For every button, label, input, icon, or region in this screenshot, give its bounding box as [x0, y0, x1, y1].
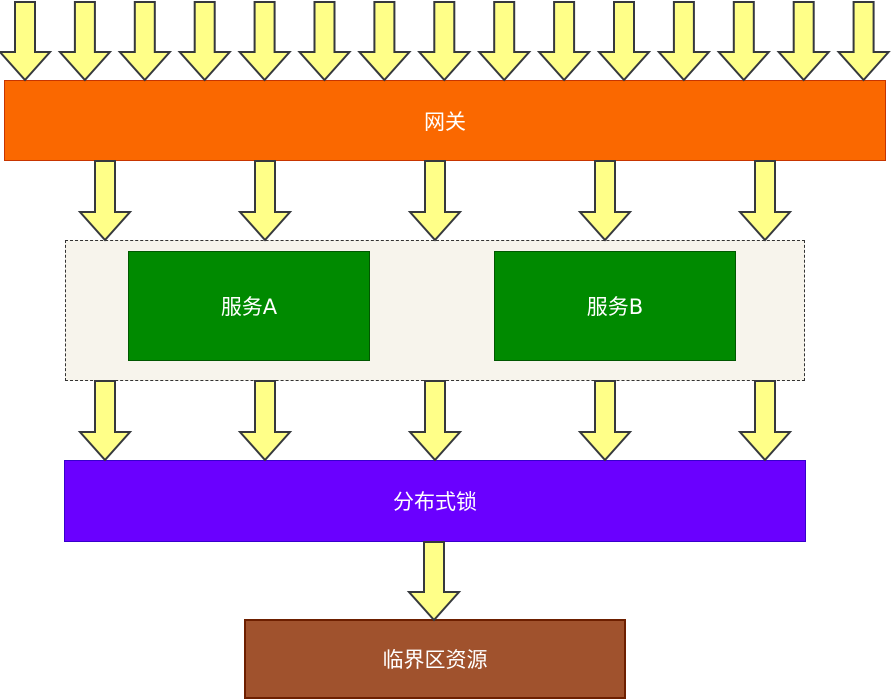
- critical-resource-node: 临界区资源: [244, 619, 626, 699]
- service-to-lock-arrow-icon: [577, 380, 633, 462]
- distributed-lock-node: 分布式锁: [64, 460, 806, 542]
- gateway-node: 网关: [4, 80, 886, 161]
- request-arrow-icon: [656, 1, 712, 82]
- request-arrow-icon: [177, 1, 232, 82]
- gateway-to-service-arrow-icon: [237, 160, 293, 242]
- request-arrow-icon: [117, 1, 173, 82]
- request-arrow-icon: [536, 1, 592, 82]
- request-arrow-icon: [596, 1, 652, 82]
- request-arrow-icon: [357, 1, 412, 82]
- service-to-lock-arrow-icon: [77, 380, 133, 462]
- gateway-to-service-arrow-icon: [737, 160, 793, 242]
- request-arrow-icon: [776, 1, 831, 82]
- service-to-lock-arrow-icon: [737, 380, 793, 462]
- gateway-to-service-arrow-icon: [407, 160, 463, 242]
- gateway-to-service-arrow-icon: [77, 160, 133, 242]
- request-arrow-icon: [476, 1, 532, 82]
- service-a-node: 服务A: [128, 251, 370, 361]
- request-arrow-icon: [237, 1, 292, 82]
- service-b-node: 服务B: [494, 251, 736, 361]
- gateway-label: 网关: [424, 109, 466, 134]
- request-arrow-icon: [836, 1, 891, 82]
- critical-resource-label: 临界区资源: [382, 648, 488, 672]
- request-arrow-icon: [716, 1, 772, 82]
- lock-to-resource-arrow-icon: [406, 541, 462, 622]
- request-arrow-icon: [57, 1, 113, 82]
- service-a-label: 服务A: [220, 295, 278, 319]
- request-arrow-icon: [297, 1, 352, 82]
- distributed-lock-label: 分布式锁: [393, 490, 477, 514]
- gateway-to-service-arrow-icon: [577, 160, 633, 242]
- service-b-label: 服务B: [586, 295, 644, 319]
- request-arrow-icon: [417, 1, 472, 82]
- service-to-lock-arrow-icon: [237, 380, 293, 462]
- service-to-lock-arrow-icon: [407, 380, 463, 462]
- request-arrow-icon: [0, 1, 53, 82]
